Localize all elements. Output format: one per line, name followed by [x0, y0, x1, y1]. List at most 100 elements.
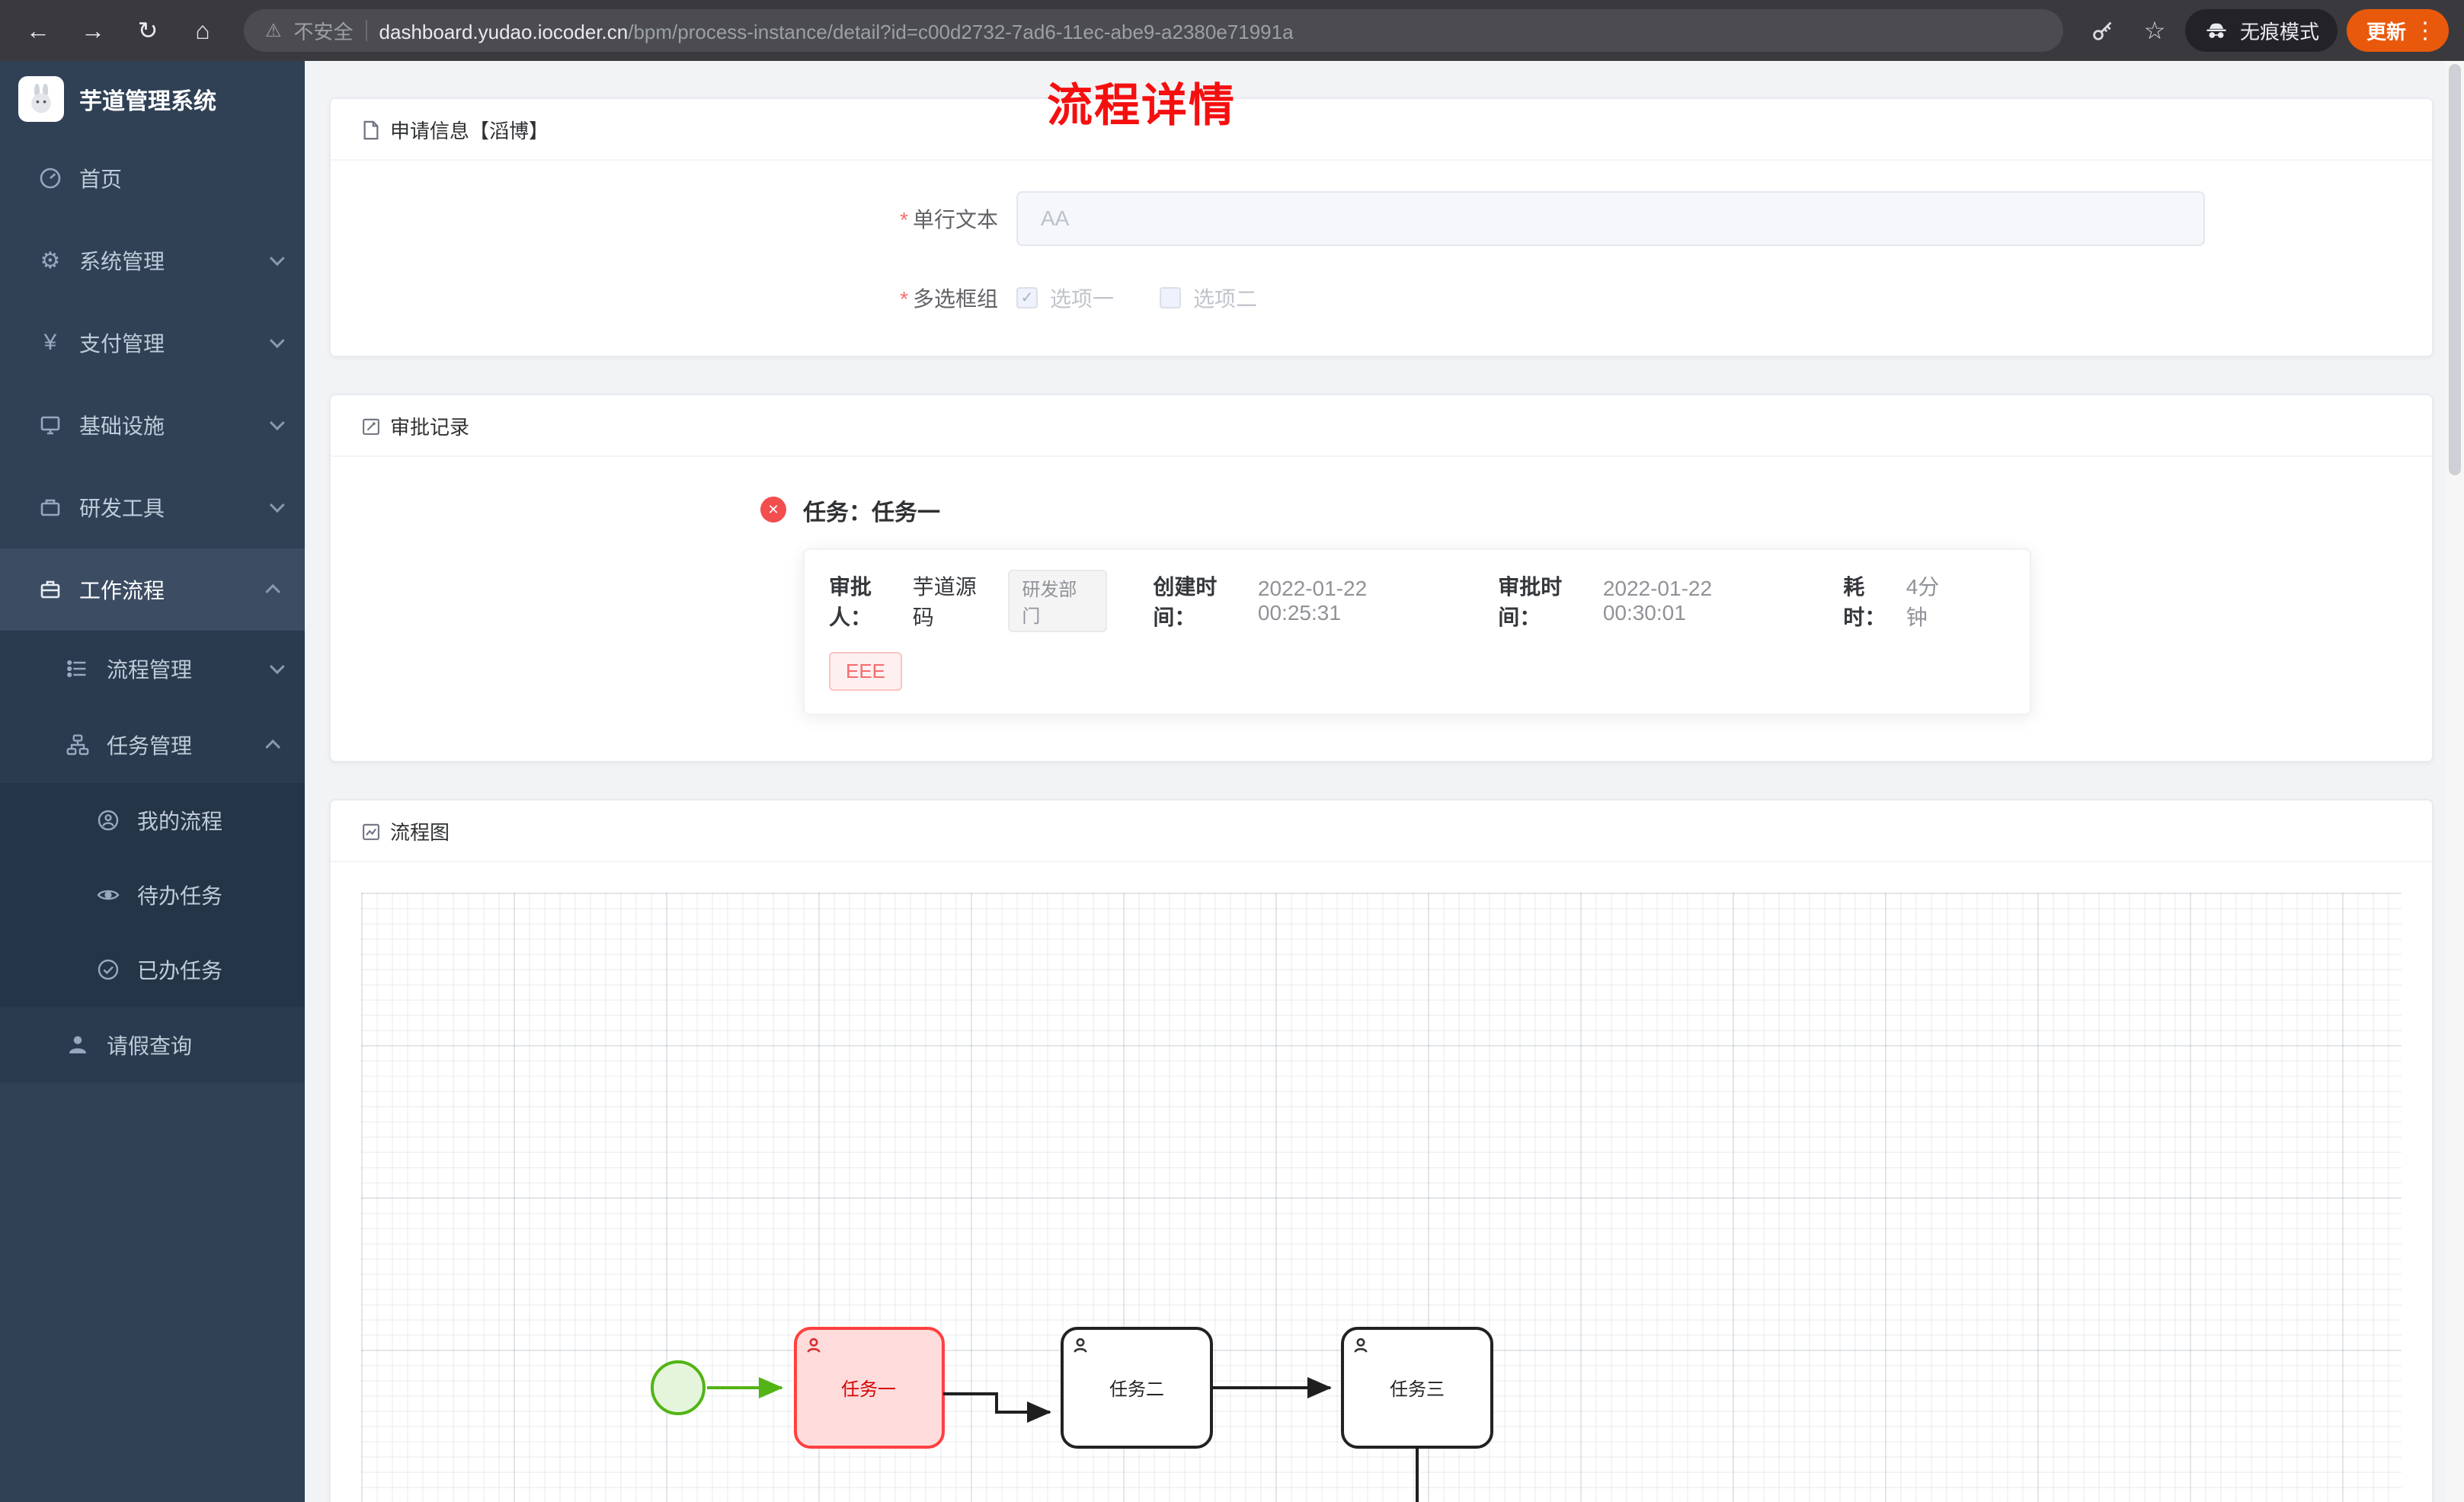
sidebar-item-label: 请假查询 [107, 1034, 193, 1058]
url-path: /bpm/process-instance/detail?id=c00d2732… [628, 20, 1294, 43]
gear-icon: ⚙ [40, 248, 61, 273]
sidebar-item-label: 工作流程 [79, 579, 165, 602]
edit-square-icon [361, 417, 381, 436]
task-user-icon [1074, 1337, 1087, 1353]
page-scrollbar[interactable] [2446, 61, 2464, 1502]
task-title: 任务：任务一 [803, 500, 940, 526]
sidebar-item-done-tasks[interactable]: 已办任务 [0, 932, 305, 1007]
created-time-group: 创建时间： 2022-01-22 00:25:31 [1153, 570, 1452, 631]
person-circle-icon [94, 808, 122, 832]
sidebar-item-workflow[interactable]: 工作流程 [0, 548, 305, 631]
single-line-label: *单行文本 [900, 208, 998, 232]
app-title: 芋道管理系统 [79, 89, 216, 114]
sidebar: 芋道管理系统 首页 ⚙ 系统管理 ¥ 支付管理 [0, 61, 305, 1502]
workflow-submenu: 流程管理 任务管理 [0, 631, 305, 1083]
flow-diagram-title: 流程图 [390, 821, 450, 844]
scrollbar-thumb[interactable] [2449, 64, 2461, 475]
single-line-text-input [1016, 191, 2205, 246]
apply-info-header: 申请信息【滔博】 [331, 99, 2432, 161]
checkbox-checked-icon: ✓ [1016, 287, 1038, 308]
approved-time: 2022-01-22 00:30:01 [1602, 577, 1713, 625]
sidebar-item-system-mgmt[interactable]: ⚙ 系统管理 [0, 219, 305, 302]
sidebar-item-leave-query[interactable]: 请假查询 [0, 1007, 305, 1083]
sidebar-item-task-mgmt[interactable]: 任务管理 [0, 707, 305, 783]
toolbox-icon [37, 495, 64, 519]
task-submenu: 我的流程 待办任务 已办任务 [0, 783, 305, 1007]
sidebar-item-infrastructure[interactable]: 基础设施 [0, 384, 305, 466]
sidebar-item-label: 我的流程 [137, 810, 223, 833]
approver-name: 芋道源码 [912, 575, 977, 629]
main-content: 流程详情 申请信息【滔博】 *单行文本 *多选框组 [305, 61, 2464, 1502]
sidebar-item-label: 支付管理 [79, 332, 165, 356]
task-node-label: 任务三 [1390, 1379, 1445, 1400]
address-bar[interactable]: ⚠ 不安全 dashboard.yudao.iocoder.cn/bpm/pro… [244, 9, 2063, 52]
eye-icon [94, 883, 122, 907]
reload-button[interactable]: ↻ [125, 8, 171, 53]
sidebar-item-todo-tasks[interactable]: 待办任务 [0, 858, 305, 932]
not-secure-warning-icon: ⚠ [265, 20, 282, 41]
sidebar-item-payment-mgmt[interactable]: ¥ 支付管理 [0, 302, 305, 384]
chevron-up-icon [265, 739, 281, 755]
page-title: 流程详情 [1047, 80, 1236, 131]
form-row-checkbox-group: *多选框组 ✓ 选项一 选项二 [846, 283, 2402, 313]
chevron-down-icon [269, 251, 285, 267]
app-logo[interactable]: 芋道管理系统 [0, 61, 305, 137]
checkbox-unchecked-icon [1160, 287, 1182, 308]
created-time: 2022-01-22 00:25:31 [1257, 577, 1368, 625]
logo-avatar [18, 76, 64, 122]
yen-icon: ¥ [43, 330, 57, 355]
sidebar-item-label: 系统管理 [79, 250, 165, 273]
sidebar-item-label: 首页 [79, 168, 123, 191]
sidebar-item-dev-tools[interactable]: 研发工具 [0, 466, 305, 548]
sidebar-item-home[interactable]: 首页 [0, 137, 305, 219]
dashboard-icon [37, 166, 64, 190]
task-user-icon [807, 1337, 821, 1353]
browser-menu-dots-icon: ⋮ [2414, 18, 2437, 43]
incognito-label: 无痕模式 [2239, 20, 2319, 43]
chart-icon [361, 822, 381, 842]
chevron-up-icon [265, 583, 281, 599]
checkbox-option-1: ✓ 选项一 [1016, 283, 1114, 313]
approval-detail-box: 审批人： 芋道源码 研发部门 创建时间： 2022-01-22 00:25:31 [803, 548, 2031, 715]
bookmark-button[interactable]: ☆ [2133, 9, 2176, 52]
browser-toolbar: ← → ↻ ⌂ ⚠ 不安全 dashboard.yudao.iocoder.cn… [0, 0, 2464, 61]
flow-diagram-card: 流程图 [329, 799, 2434, 1502]
approval-record-card: 审批记录 ✕ 任务：任务一 审批人： 芋道源码 [329, 394, 2434, 762]
approval-timeline-item: ✕ 任务：任务一 审批人： 芋道源码 研发部门 [760, 494, 2402, 715]
approved-time-group: 审批时间： 2022-01-22 00:30:01 [1498, 570, 1797, 631]
flow-arrow [943, 1392, 1051, 1423]
task-user-icon [1354, 1337, 1368, 1353]
chevron-down-icon [269, 333, 285, 349]
sidebar-item-process-mgmt[interactable]: 流程管理 [0, 631, 305, 707]
duration-value: 4分钟 [1906, 575, 1940, 629]
checkbox-option-2: 选项二 [1160, 283, 1257, 313]
sidebar-item-label: 已办任务 [137, 959, 223, 983]
incognito-badge: 无痕模式 [2184, 9, 2338, 52]
password-key-button[interactable] [2082, 9, 2124, 52]
sidebar-item-label: 任务管理 [107, 734, 193, 758]
sidebar-item-label: 研发工具 [79, 497, 165, 520]
back-button[interactable]: ← [15, 8, 61, 53]
approval-comment-tag: EEE [829, 652, 903, 691]
home-button[interactable]: ⌂ [180, 8, 226, 53]
check-circle-icon [94, 957, 122, 982]
forward-button[interactable]: → [70, 8, 116, 53]
page-url: dashboard.yudao.iocoder.cn/bpm/process-i… [379, 17, 1294, 45]
bookmark-star-icon: ☆ [2143, 17, 2166, 44]
briefcase-icon [37, 577, 64, 602]
checkbox-label: 选项一 [1050, 287, 1115, 311]
approver-group: 审批人： 芋道源码 研发部门 [829, 570, 1108, 632]
sidebar-item-label: 基础设施 [79, 414, 165, 438]
forward-icon: → [81, 16, 105, 44]
checkbox-group-label: *多选框组 [900, 287, 998, 311]
incognito-spy-icon [2206, 23, 2226, 38]
approval-record-title: 审批记录 [390, 416, 470, 439]
required-asterisk: * [900, 208, 908, 232]
sidebar-item-my-processes[interactable]: 我的流程 [0, 783, 305, 858]
update-button[interactable]: 更新 ⋮ [2346, 9, 2449, 52]
bpmn-diagram: 任务一 任务二 [651, 1327, 1493, 1502]
bpmn-canvas: 任务一 任务二 [361, 893, 2402, 1502]
chevron-down-icon [269, 415, 285, 431]
required-asterisk: * [900, 287, 908, 311]
